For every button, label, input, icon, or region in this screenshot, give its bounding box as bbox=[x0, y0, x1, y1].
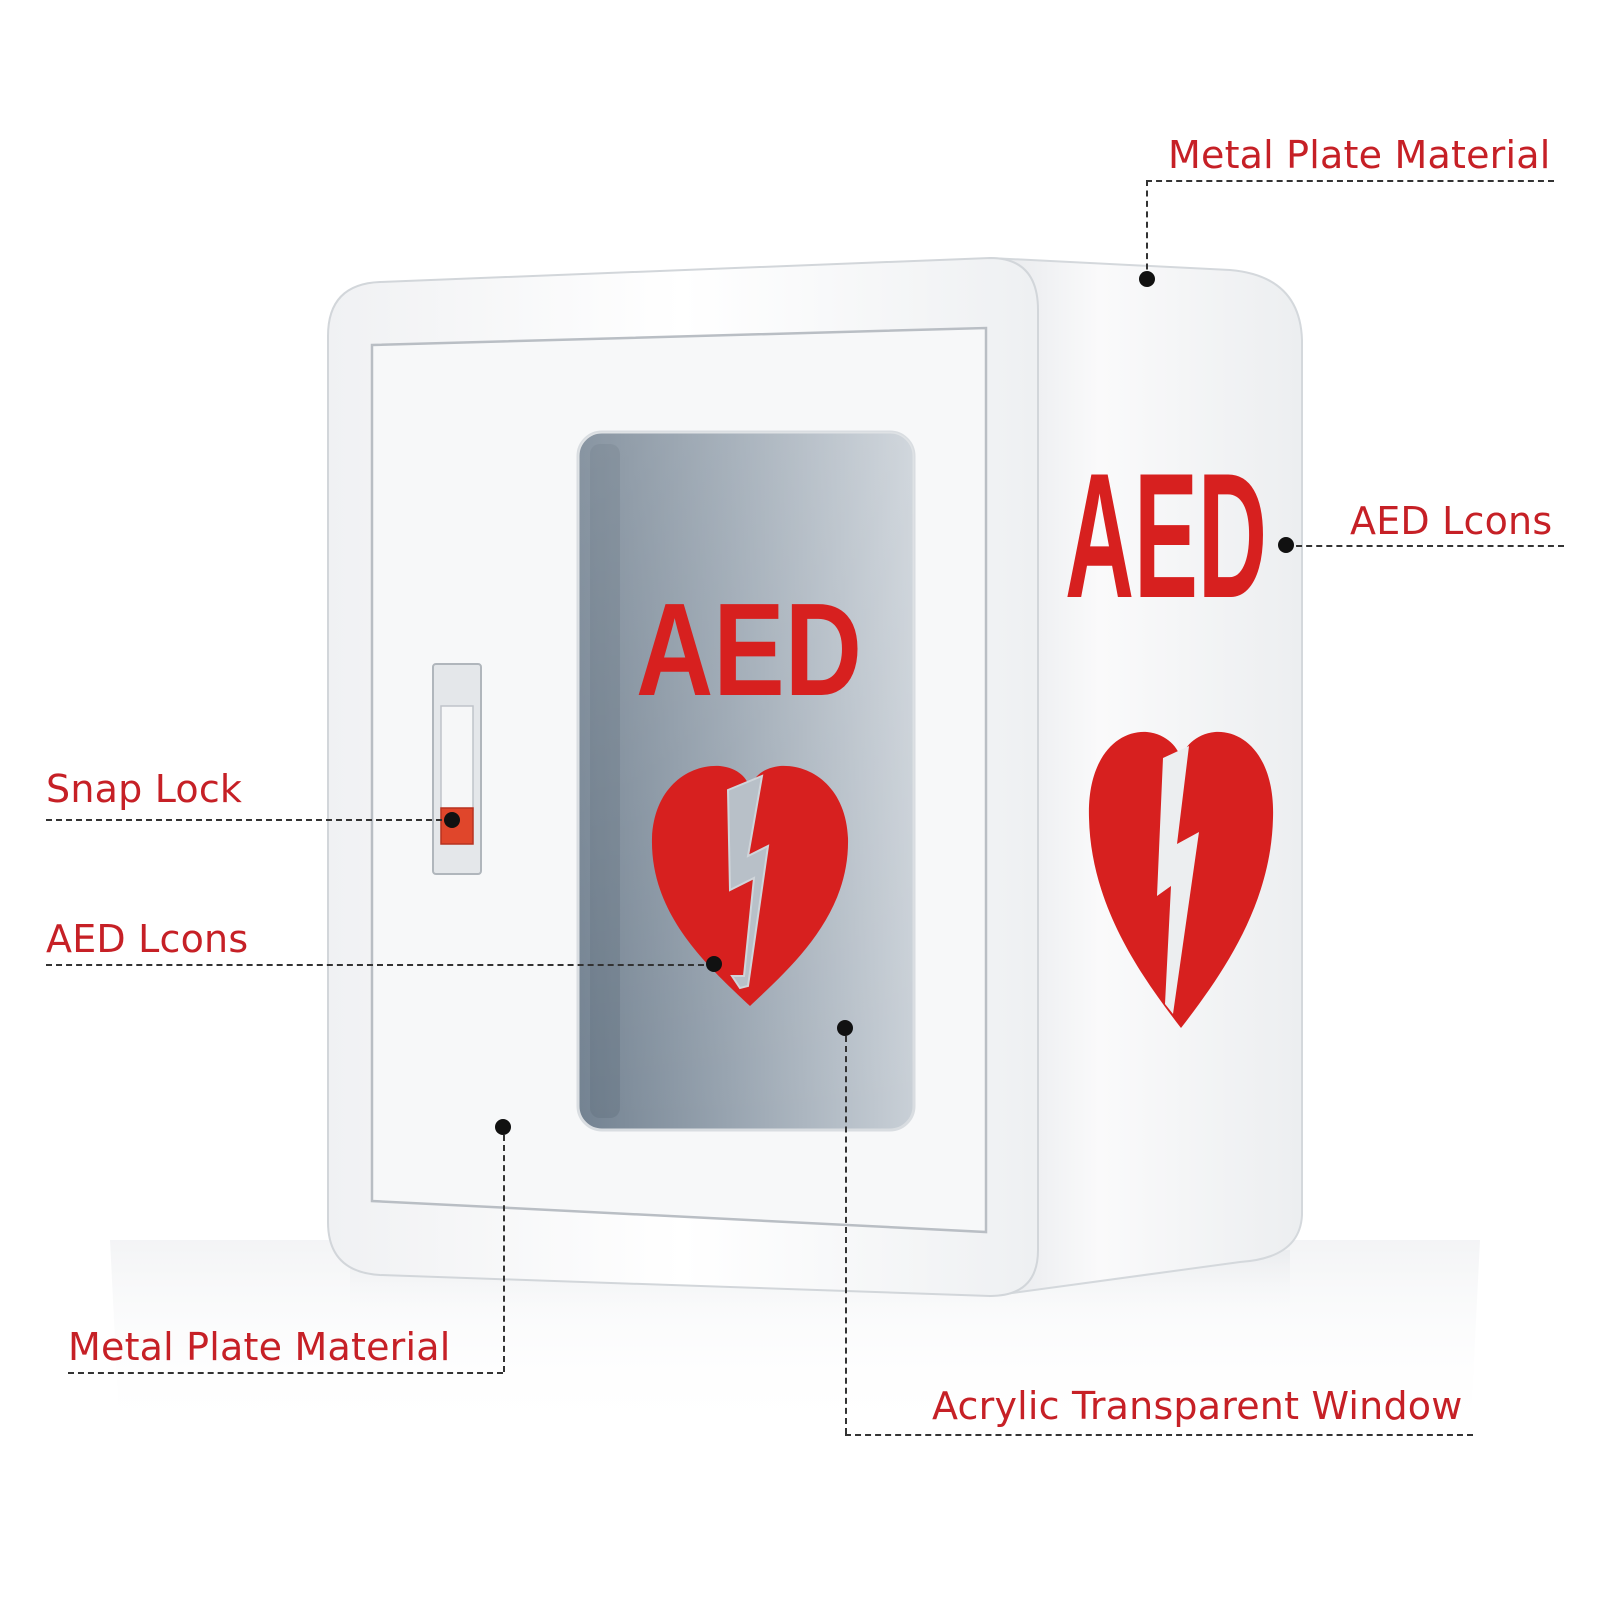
leader-line bbox=[845, 1434, 1473, 1436]
snap-lock[interactable] bbox=[432, 663, 482, 875]
leader-line bbox=[68, 1372, 503, 1374]
callout-dot bbox=[444, 812, 460, 828]
callout-dot bbox=[495, 1119, 511, 1135]
leader-line bbox=[1146, 180, 1148, 280]
leader-line bbox=[1286, 545, 1564, 547]
callout-aed-icons-front: AED Lcons bbox=[46, 917, 249, 961]
leader-line bbox=[46, 964, 714, 966]
callout-metal-plate-top: Metal Plate Material bbox=[1168, 133, 1551, 177]
heart-bolt-icon bbox=[651, 765, 849, 1006]
leader-line bbox=[845, 1036, 847, 1434]
front-aed-text: AED bbox=[636, 576, 862, 723]
heart-bolt-icon bbox=[1088, 731, 1274, 1028]
callout-dot bbox=[1278, 537, 1294, 553]
leader-line bbox=[46, 819, 452, 821]
callout-metal-plate-bottom: Metal Plate Material bbox=[68, 1325, 451, 1369]
callout-aed-icons-side: AED Lcons bbox=[1350, 499, 1553, 543]
leader-line bbox=[1146, 180, 1554, 182]
leader-line bbox=[503, 1135, 505, 1372]
callout-dot bbox=[837, 1020, 853, 1036]
callout-snap-lock: Snap Lock bbox=[46, 767, 243, 811]
callout-dot bbox=[706, 956, 722, 972]
callout-acrylic-window: Acrylic Transparent Window bbox=[932, 1384, 1463, 1428]
callout-dot bbox=[1139, 271, 1155, 287]
side-aed-text: AED bbox=[1065, 436, 1267, 635]
